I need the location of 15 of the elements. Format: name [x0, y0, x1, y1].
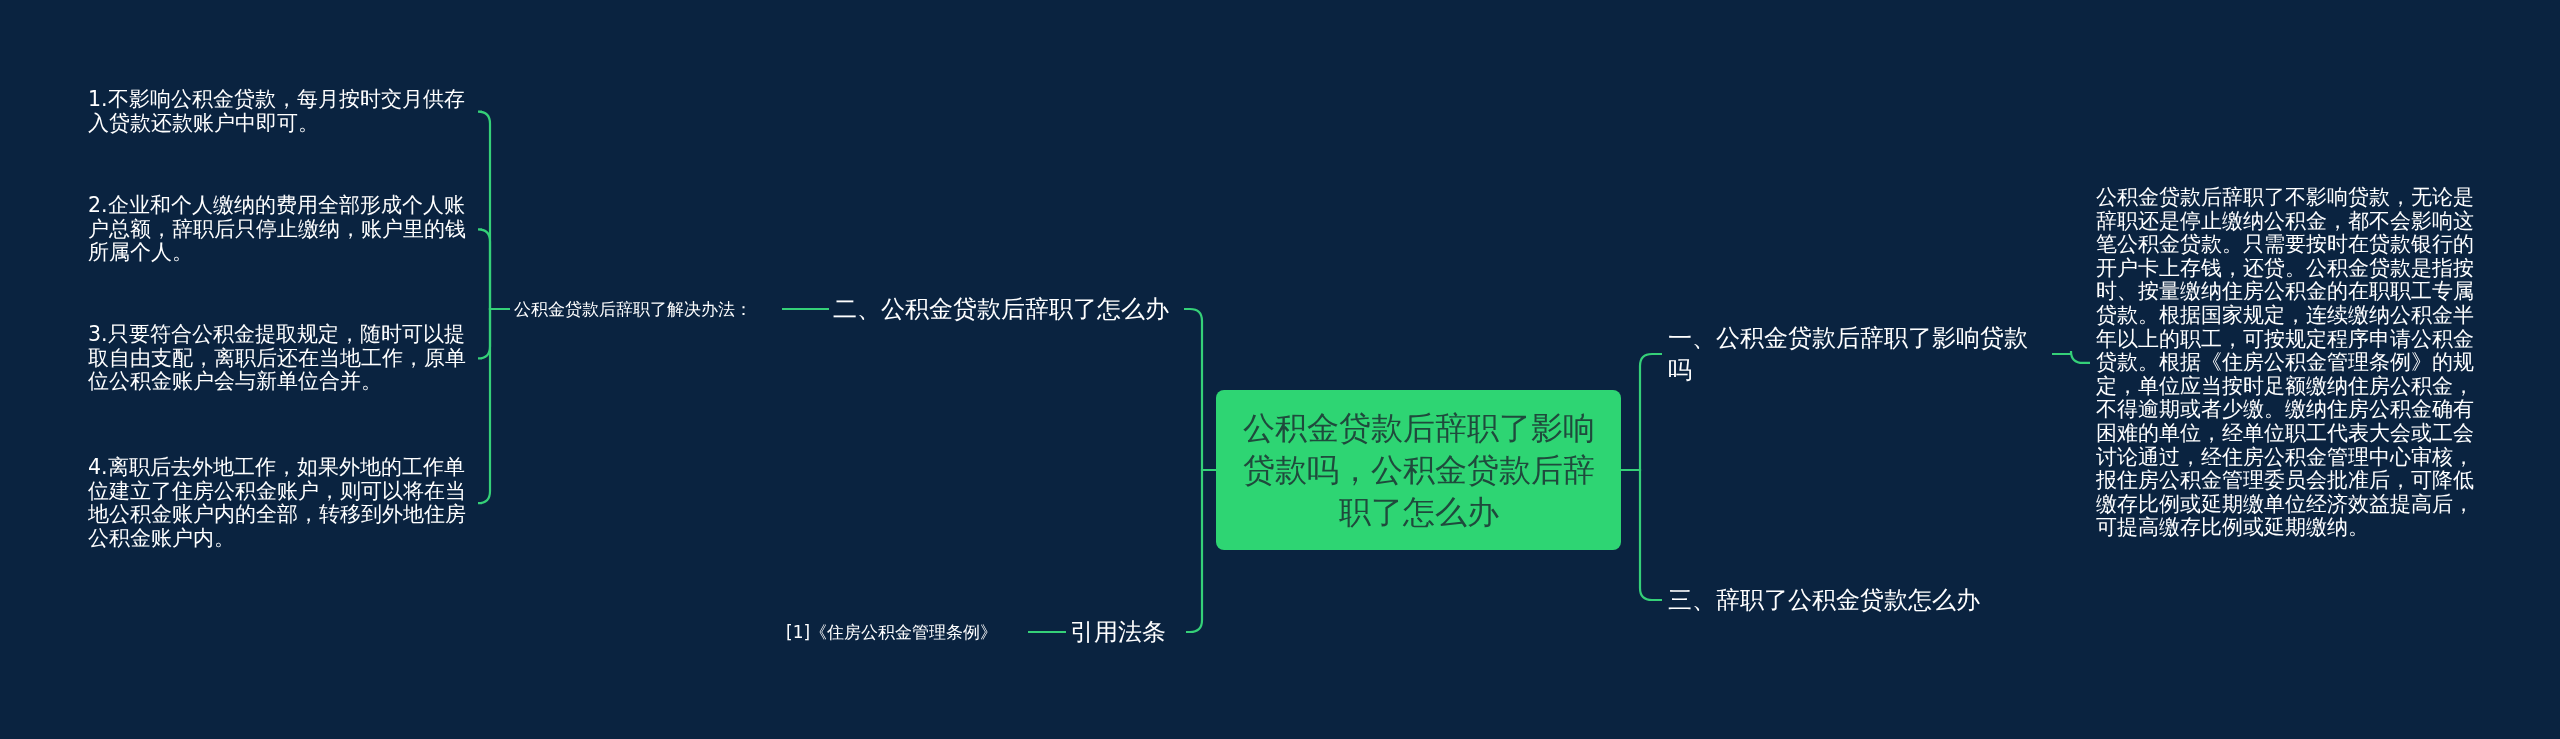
branch-topic: 二、公积金贷款后辞职了怎么办: [833, 294, 1170, 325]
detail-text: 4.离职后去外地工作，如果外地的工作单位建立了住房公积金账户，则可以将在当地公积金账户内的全部，转移到外地住房公积金账户内。: [88, 456, 467, 551]
connector-line: [2052, 349, 2090, 365]
branch-topic: 一、公积金贷款后辞职了影响贷款吗: [1668, 323, 2029, 386]
detail-text: 3.只要符合公积金提取规定，随时可以提取自由支配，离职后还在当地工作，原单位公积金账户会与新单位合并。: [88, 323, 467, 394]
connector-line: [782, 307, 829, 311]
branch-topic: 三、辞职了公积金贷款怎么办: [1668, 585, 1981, 616]
subtopic-text: 公积金贷款后辞职了解决办法：: [514, 298, 753, 321]
central-topic-box: 公积金贷款后辞职了影响贷款吗，公积金贷款后辞职了怎么办: [1216, 390, 1621, 550]
connector-line: [1028, 630, 1066, 634]
branch-topic: 引用法条: [1070, 617, 1167, 648]
reference-text: [1]《住房公积金管理条例》: [786, 621, 999, 644]
detail-text: 1.不影响公积金贷款，每月按时交月供存入贷款还款账户中即可。: [88, 88, 466, 136]
detail-text: 2.企业和个人缴纳的费用全部形成个人账户总额，辞职后只停止缴纳，账户里的钱所属个人。: [88, 194, 467, 265]
detail-text: 公积金贷款后辞职了不影响贷款，无论是辞职还是停止缴纳公积金，都不会影响这笔公积金贷款。只需要按时在贷款银行的开户卡上存钱，还贷。公积金贷款是指按时、按量缴纳住房公积金的在职职工专属贷款。根据国家规定，连续缴纳公积金半年以上的职工，可按规定程序申请公积金贷款。根据《住房公积金管理条例》的规定，单位应当按时足额缴纳住房公积金，不得逾期或者少缴。缴纳住房公积金确有困难的单位，经单位职工代表大会或工会讨论通过，经住房公积金管理中心审核，报住房公积金管理委员会批准后，可降低缴存比例或延期缴单位经济效益提高后，可提高缴存比例或延期缴纳。: [2096, 186, 2475, 540]
